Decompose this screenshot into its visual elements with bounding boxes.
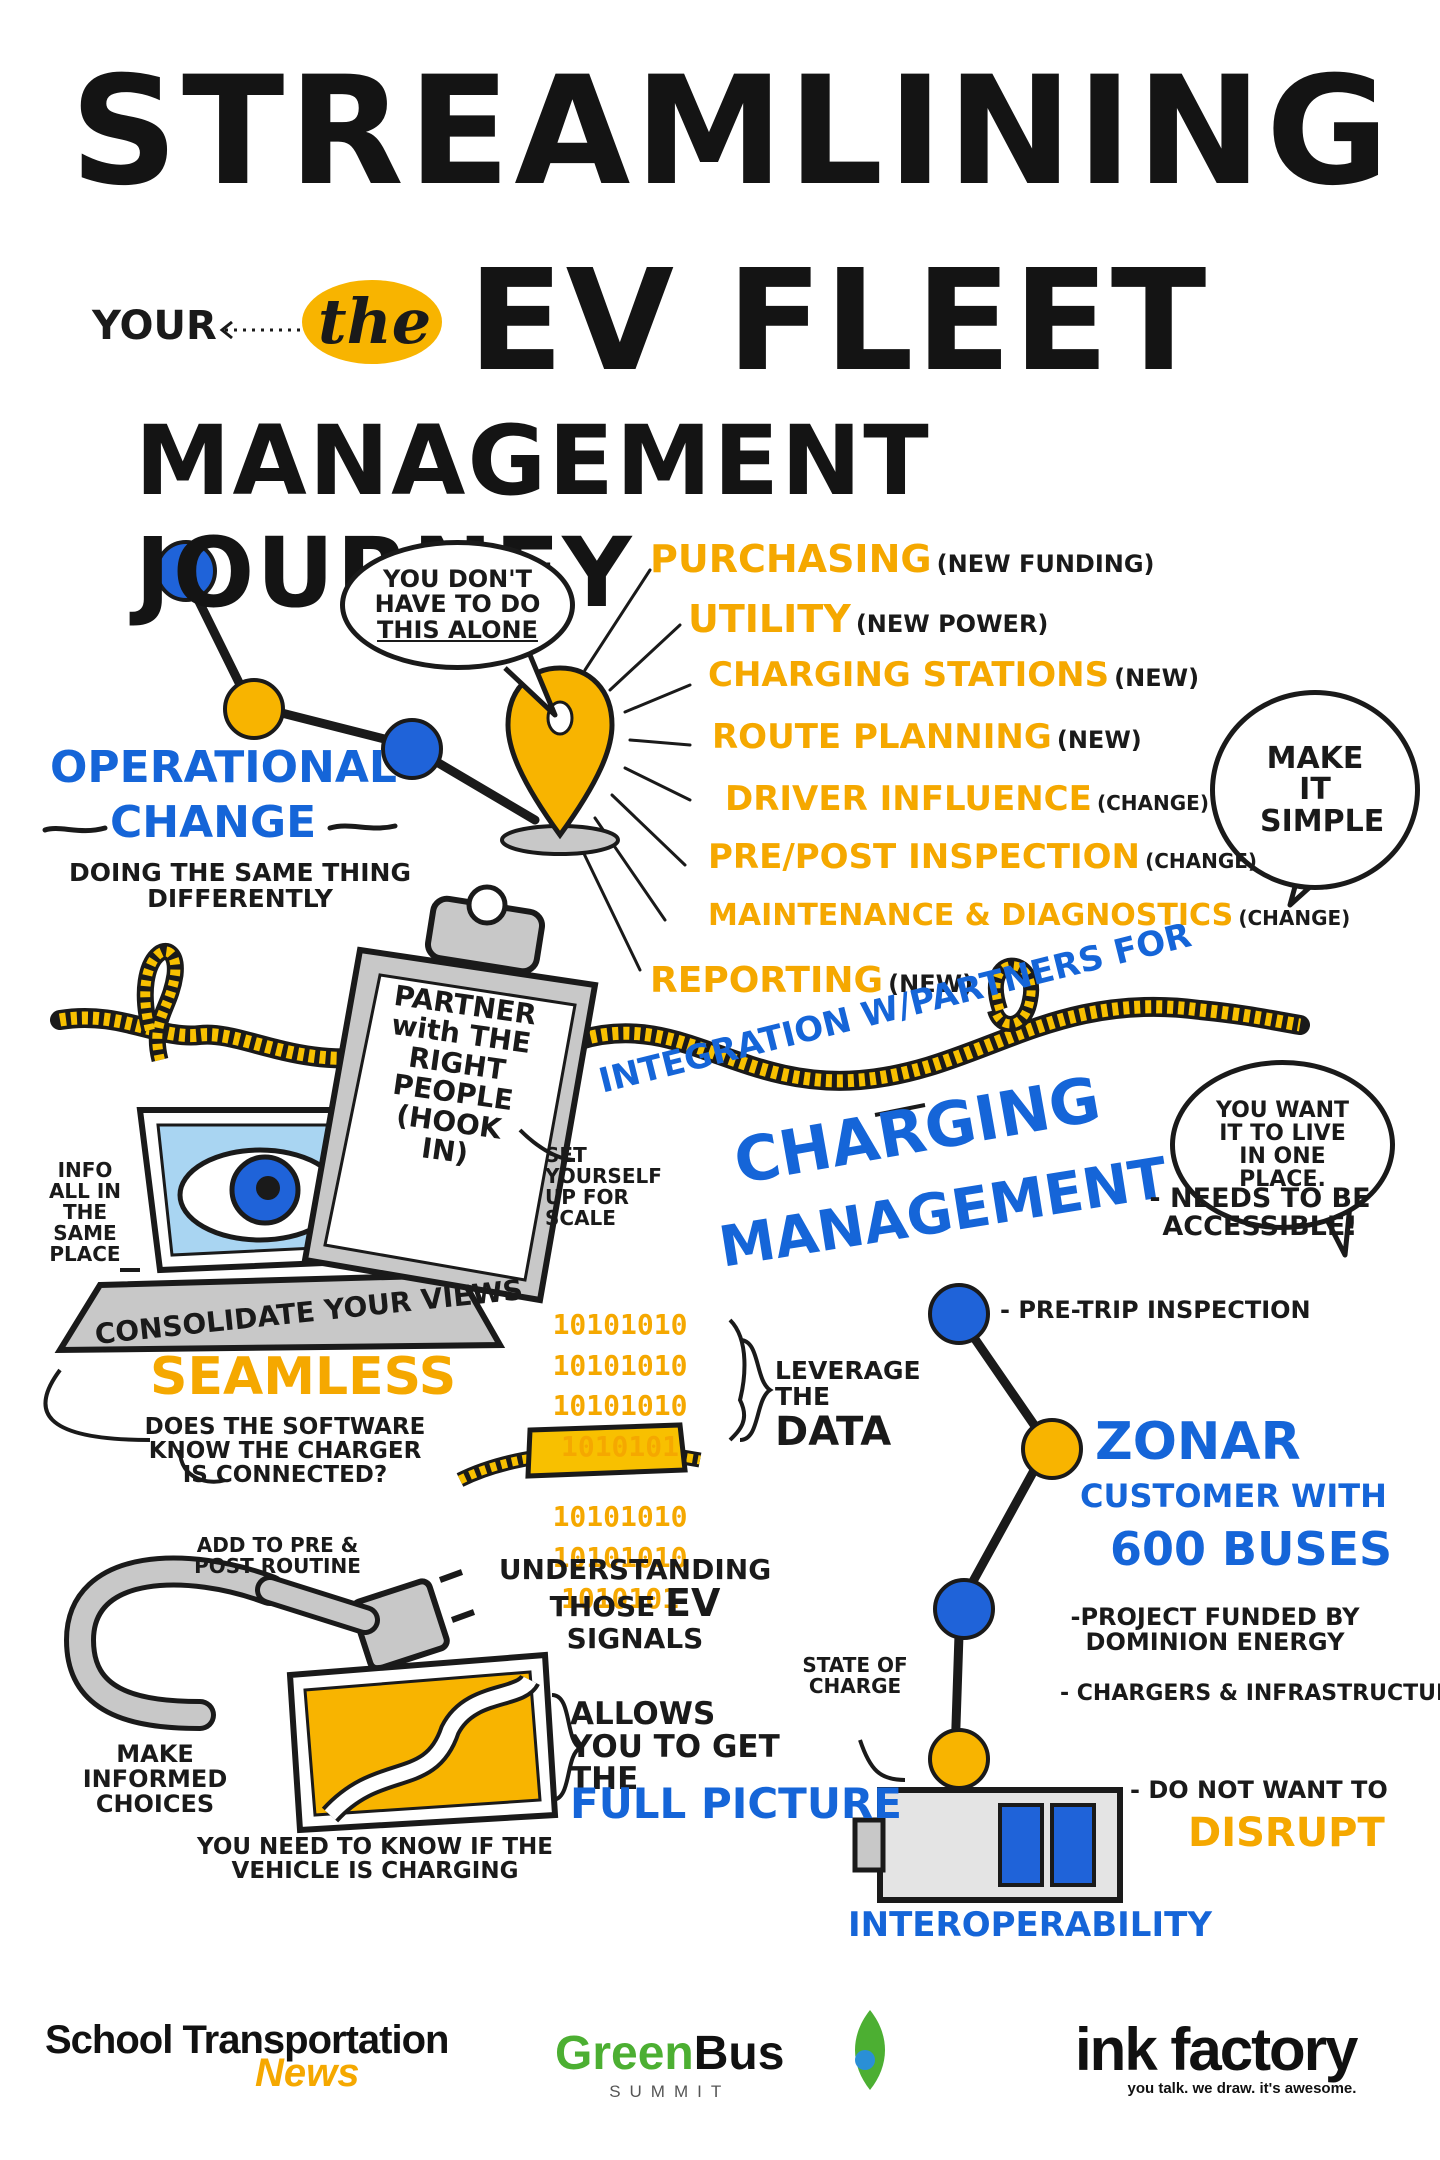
journey-node	[223, 678, 285, 740]
binary-data: 10101010 10101010 10101010 1010101 10101…	[525, 1305, 715, 1619]
funded-text: -PROJECT FUNDED BY DOMINION ENERGY	[1070, 1603, 1360, 1657]
binary-row: 1010101	[560, 1581, 679, 1615]
allows-text: ALLOWS YOU TO GET THE	[570, 1696, 780, 1798]
logo-text: Green	[555, 2027, 694, 2080]
logo-ink-factory[interactable]: ink factory you talk. we draw. it's awes…	[1075, 2016, 1358, 2098]
speech-bubble-alone: YOU DON'T HAVE TO DO THIS ALONE	[340, 540, 575, 670]
binary-row: 1010101	[560, 1429, 679, 1463]
full-picture-text: FULL PICTURE	[570, 1779, 902, 1828]
accessible-text: - NEEDS TO BE ACCESSIBLE!	[1149, 1183, 1371, 1243]
data-knot	[456, 1318, 747, 1487]
zonar-node	[928, 1728, 990, 1790]
plug-icon	[63, 1555, 476, 1731]
title-your: YOUR	[92, 303, 217, 349]
list-item: DRIVER INFLUENCE (CHANGE)	[725, 779, 1209, 819]
speech-bubble-simple: MAKE IT SIMPLE	[1210, 690, 1420, 890]
logo-text: SUMMIT	[609, 2082, 731, 2101]
chargers-text: - CHARGERS & INFRASTRUCTURE	[1060, 1681, 1440, 1706]
logo-text: News	[255, 2051, 360, 2095]
list-item: REPORTING (NEW)	[650, 960, 974, 1001]
journey-node	[155, 540, 217, 602]
map-pin-icon	[500, 665, 620, 856]
info-place-text: INFO ALL IN THE SAME PLACE	[48, 1158, 122, 1266]
software-question: DOES THE SOFTWARE KNOW THE CHARGER IS CO…	[144, 1414, 426, 1489]
need-know-text: YOU NEED TO KNOW IF THE VEHICLE IS CHARG…	[196, 1834, 554, 1885]
logo-text: ink factory	[1075, 2016, 1358, 2083]
leaf-icon	[855, 2010, 885, 2090]
bubble-text: YOU WANT IT TO LIVE IN ONE PLACE.	[1215, 1097, 1350, 1193]
binary-row: 10101010	[552, 1500, 688, 1534]
binary-row: 10101010	[552, 1389, 688, 1423]
zonar-node	[928, 1283, 990, 1345]
bubble-text: YOU DON'T	[383, 565, 532, 594]
bubble-text: HAVE TO DO	[374, 590, 541, 619]
journey-node	[381, 718, 443, 780]
burst-lines	[573, 568, 692, 972]
seamless-text: SEAMLESS	[150, 1347, 457, 1407]
zonar-text: ZONAR	[1095, 1412, 1301, 1472]
logo-tagline: you talk. we draw. it's awesome.	[1127, 2080, 1357, 2097]
zonar-node	[1021, 1418, 1083, 1480]
bubble-text: MAKE IT SIMPLE	[1260, 740, 1385, 839]
list-item: ROUTE PLANNING (NEW)	[712, 717, 1142, 757]
operational-title: OPERATIONAL	[50, 742, 397, 793]
state-of-charge-text: STATE OF CHARGE	[802, 1653, 908, 1698]
title-line-2: EV FLEET	[468, 240, 1209, 403]
ev-word: EV	[665, 1581, 721, 1626]
title-the: the	[318, 285, 432, 358]
logo-greenbus-summit[interactable]: GreenBus SUMMIT	[555, 2030, 784, 2102]
pretrip-text: - PRE-TRIP INSPECTION	[1000, 1296, 1311, 1324]
logo-school-transportation-news[interactable]: School Transportation News	[45, 2018, 449, 2096]
leverage-text: LEVERAGE THE DATA	[775, 1356, 921, 1455]
informed-text: MAKE INFORMED CHOICES	[82, 1740, 228, 1819]
rope	[50, 943, 1310, 1091]
clipboard-icon	[301, 884, 599, 1304]
data-word: DATA	[775, 1408, 892, 1455]
battery-icon	[852, 1787, 1123, 1903]
set-yourself-text: SET YOURSELF UP FOR SCALE	[545, 1143, 662, 1230]
change-title: CHANGE	[110, 797, 317, 848]
highlight-blob	[302, 280, 442, 364]
speech-bubble-one-place: YOU WANT IT TO LIVE IN ONE PLACE.	[1170, 1060, 1395, 1230]
list-item: PRE/POST INSPECTION (CHANGE)	[708, 837, 1258, 877]
list-item: PURCHASING (NEW FUNDING)	[650, 537, 1155, 581]
disrupt-label: - DO NOT WANT TO	[1130, 1776, 1388, 1804]
customer-text: CUSTOMER WITH	[1080, 1477, 1387, 1515]
binary-row: 10101010	[552, 1348, 688, 1382]
journey-list: PURCHASING (NEW FUNDING) UTILITY (NEW PO…	[650, 537, 1410, 1022]
list-item: MAINTENANCE & DIAGNOSTICS (CHANGE)	[708, 898, 1351, 933]
bubble-text: THIS ALONE	[377, 615, 538, 644]
add-routine-text: ADD TO PRE & POST ROUTINE	[194, 1533, 361, 1578]
buses-text: 600 BUSES	[1110, 1522, 1393, 1576]
zonar-node	[933, 1578, 995, 1640]
disrupt-word: DISRUPT	[1188, 1810, 1385, 1856]
operational-subtitle: DOING THE SAME THING DIFFERENTLY	[69, 858, 411, 914]
logo-text: School Transportation	[45, 2018, 449, 2062]
binary-row: 10101010	[552, 1308, 688, 1341]
clipboard-text: PARTNER with THE RIGHT PEOPLE (HOOK IN)	[389, 978, 539, 1171]
binary-row: 10101010	[552, 1540, 688, 1574]
interoperability-text: INTEROPERABILITY	[848, 1905, 1212, 1945]
list-item: CHARGING STATIONS (NEW)	[708, 655, 1200, 695]
title-line-1: STREAMLINING	[70, 45, 1394, 219]
understanding-text: UNDERSTANDING THOSE EV SIGNALS	[498, 1553, 772, 1656]
list-item: UTILITY (NEW POWER)	[688, 597, 1049, 641]
logo-text: Bus	[693, 2027, 785, 2080]
picture-frame-icon	[286, 1651, 559, 1834]
